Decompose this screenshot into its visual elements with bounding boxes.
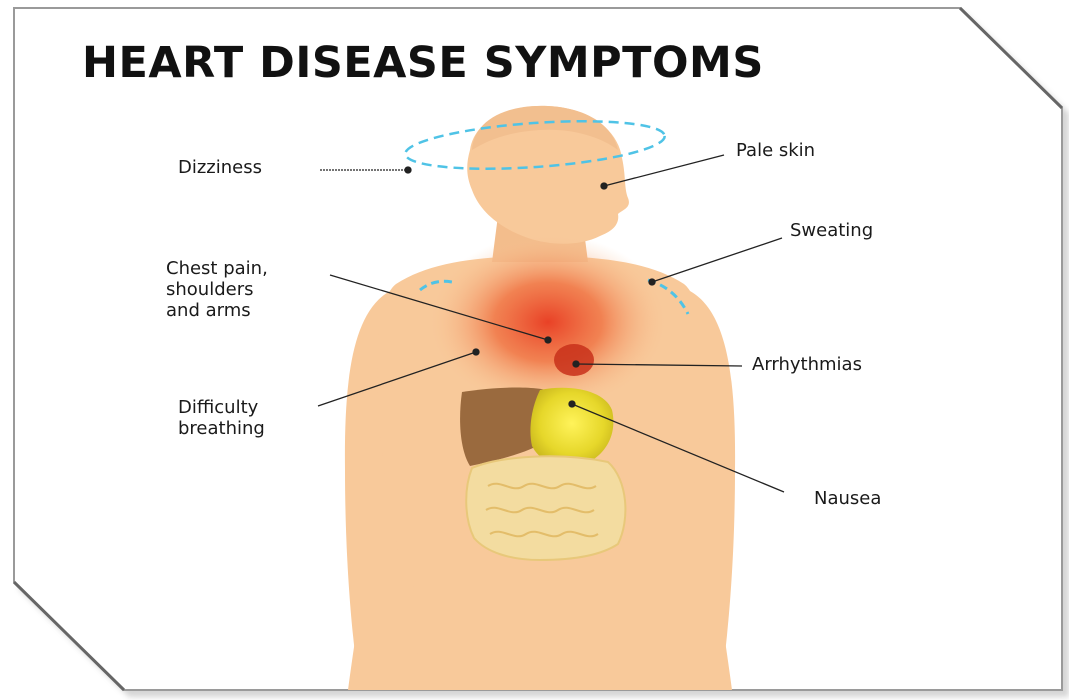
label-pale-skin: Pale skin	[736, 140, 815, 161]
label-nausea: Nausea	[814, 488, 881, 509]
page-title: HEART DISEASE SYMPTOMS	[82, 38, 1012, 88]
label-sweating: Sweating	[790, 220, 873, 241]
chest-pain-glow	[428, 234, 668, 410]
heart	[554, 344, 594, 376]
label-arrhythmias: Arrhythmias	[752, 354, 862, 375]
label-difficulty-breathing: Difficulty breathing	[178, 397, 265, 439]
label-chest-pain: Chest pain, shoulders and arms	[166, 258, 268, 321]
label-dizziness: Dizziness	[178, 157, 262, 178]
